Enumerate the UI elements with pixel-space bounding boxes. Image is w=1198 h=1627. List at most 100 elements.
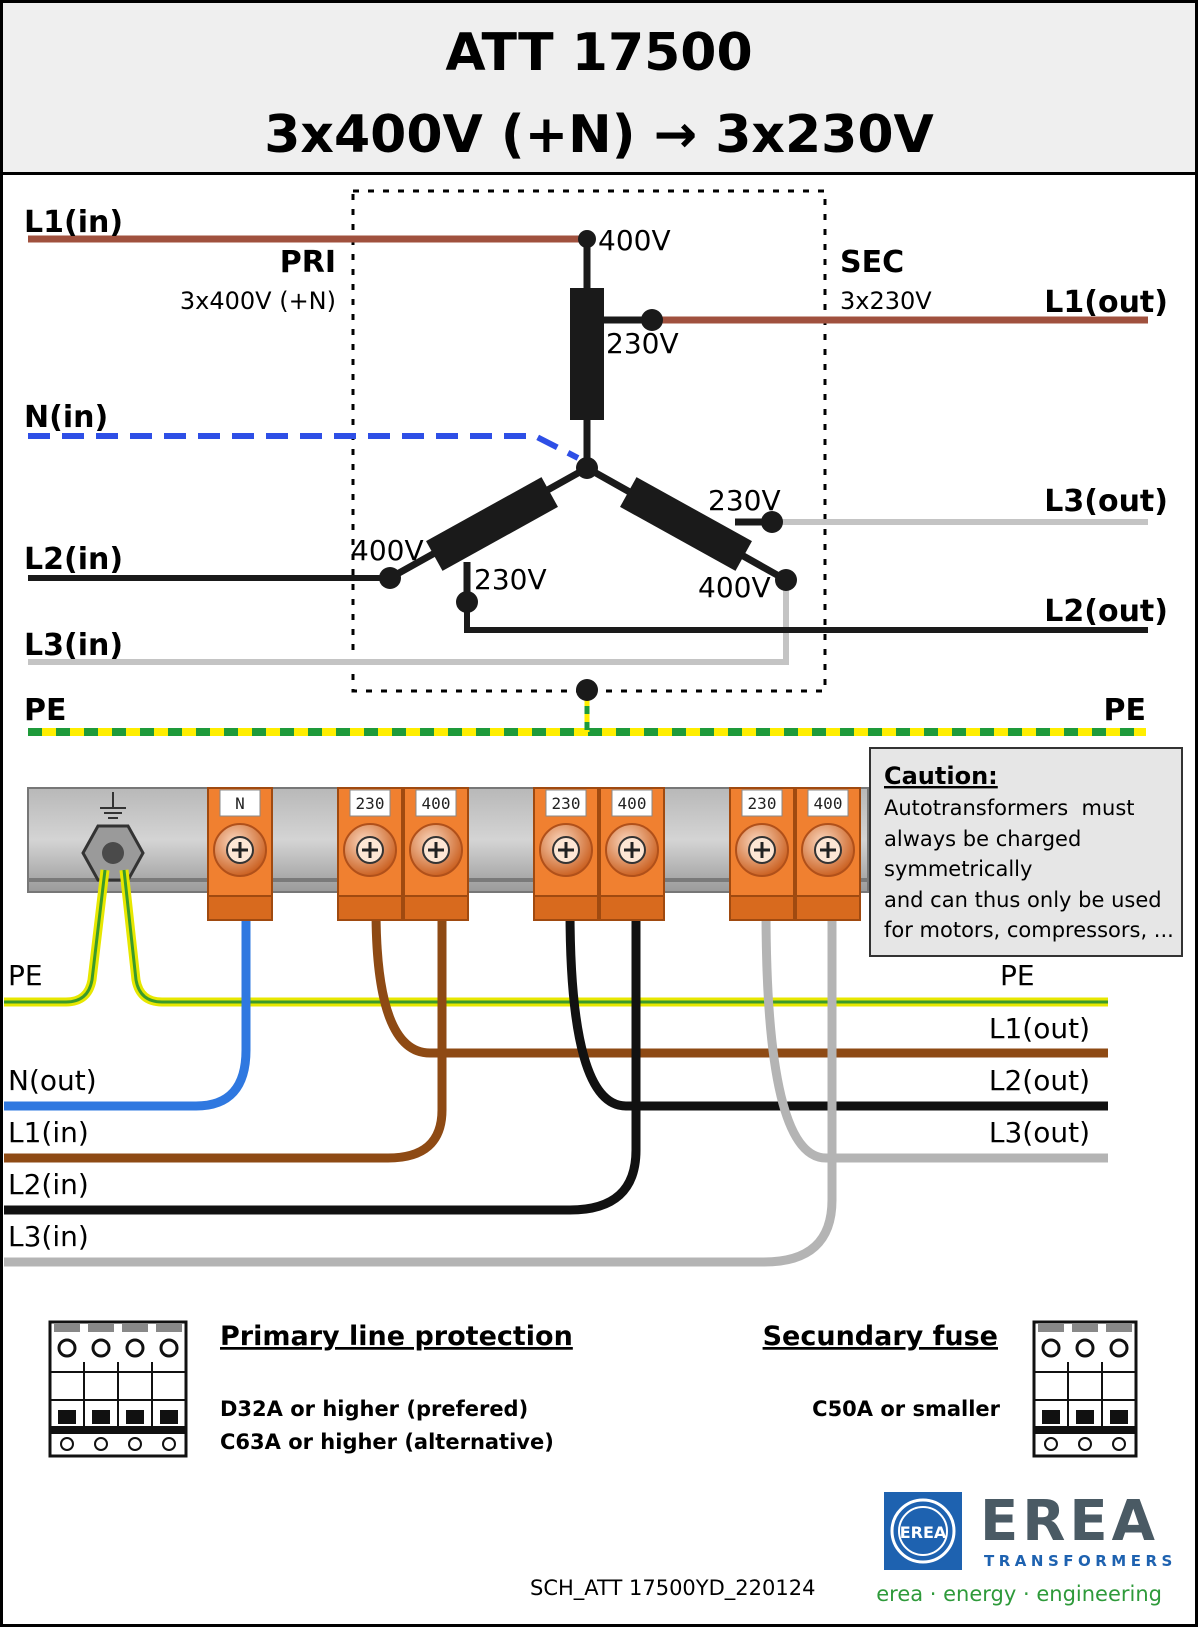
primary-protection-title: Primary line protection bbox=[220, 1321, 573, 1352]
brand-tagline: erea · energy · engineering bbox=[876, 1582, 1162, 1606]
transformer-enclosure bbox=[351, 189, 827, 693]
erea-logo-square bbox=[884, 1492, 962, 1570]
pe-node bbox=[576, 679, 598, 701]
header-subtitle: 3x400V (+N) → 3x230V bbox=[264, 105, 934, 165]
node-star-point bbox=[576, 457, 598, 479]
l2-out-cable bbox=[565, 909, 1108, 1111]
breaker-top-clip bbox=[54, 1324, 80, 1332]
terminal-base bbox=[403, 895, 469, 921]
tap-400-right: 400V bbox=[698, 571, 771, 604]
node-l1-400 bbox=[578, 230, 596, 248]
node-l3-400 bbox=[775, 569, 797, 591]
node-l2-230 bbox=[456, 591, 478, 613]
wiring-label-pe-right: PE bbox=[1000, 959, 1035, 992]
label-sec: SEC bbox=[840, 245, 904, 280]
breaker-lever bbox=[92, 1410, 110, 1424]
erea-logo-glyph: EREA bbox=[900, 1523, 947, 1542]
wiring-label-l2-out: L2(out) bbox=[989, 1064, 1090, 1097]
primary-protection-line-1: D32A or higher (prefered) bbox=[220, 1397, 528, 1421]
l3-in-wire bbox=[28, 580, 789, 665]
terminal-label-tag bbox=[219, 789, 261, 817]
label-n-in: N(in) bbox=[24, 400, 108, 435]
breaker-bottom-screw bbox=[1078, 1437, 1092, 1451]
breaker-lever bbox=[160, 1410, 178, 1424]
terminal-label: 400 bbox=[422, 794, 451, 813]
brand-name: EREA bbox=[980, 1489, 1159, 1554]
tap-230-top: 230V bbox=[606, 327, 679, 360]
tap-230-left: 230V bbox=[474, 563, 547, 596]
wiring-label-l1-in: L1(in) bbox=[8, 1116, 89, 1149]
breaker-top-clip bbox=[1038, 1324, 1064, 1332]
terminal-base bbox=[729, 895, 795, 921]
breaker-lever bbox=[1110, 1410, 1128, 1424]
breaker-bottom-screw bbox=[162, 1437, 176, 1451]
label-l3-in: L3(in) bbox=[24, 628, 123, 663]
breaker-top-screw bbox=[91, 1338, 111, 1358]
caution-line-3: symmetrically bbox=[884, 857, 1032, 881]
breaker-top-screw bbox=[1075, 1338, 1095, 1358]
l1-in-cable bbox=[4, 910, 447, 1163]
header-background bbox=[0, 0, 1198, 175]
node-l1-230 bbox=[641, 309, 663, 331]
caution-line-4: and can thus only be used bbox=[884, 888, 1162, 912]
terminal-base bbox=[795, 895, 861, 921]
terminal-label: 230 bbox=[552, 794, 581, 813]
caution-line-5: for motors, compressors, ... bbox=[884, 918, 1174, 942]
breaker-rail bbox=[50, 1426, 186, 1434]
breaker-lever bbox=[1076, 1410, 1094, 1424]
protection-section: Primary line protection D32A or higher (… bbox=[48, 1320, 1138, 1458]
terminal-base bbox=[337, 895, 403, 921]
label-pri: PRI bbox=[280, 245, 336, 280]
caution-title: Caution: bbox=[884, 762, 998, 790]
terminal-n: N bbox=[207, 787, 273, 921]
label-pe-right: PE bbox=[1104, 693, 1146, 728]
breaker-lever bbox=[58, 1410, 76, 1424]
label-l3-out: L3(out) bbox=[1044, 484, 1168, 519]
document-id: SCH_ATT 17500YD_220124 bbox=[530, 1576, 815, 1601]
terminal-label-tag bbox=[415, 789, 457, 817]
wiring-label-l1-out: L1(out) bbox=[989, 1012, 1090, 1045]
label-l2-in: L2(in) bbox=[24, 542, 123, 577]
pe-cable-left-stripe bbox=[4, 869, 107, 1004]
secondary-fuse-line-1: C50A or smaller bbox=[812, 1397, 1000, 1421]
earth-bolt bbox=[102, 842, 124, 864]
winding-l3 bbox=[620, 477, 752, 571]
header-title: ATT 17500 bbox=[445, 23, 752, 83]
breaker-top-clip bbox=[156, 1324, 182, 1332]
footer: SCH_ATT 17500YD_220124 EREA EREA TRANSFO… bbox=[530, 1489, 1172, 1606]
tap-400-top: 400V bbox=[598, 224, 671, 257]
terminal-label: 230 bbox=[356, 794, 385, 813]
breaker-bottom-screw bbox=[1044, 1437, 1058, 1451]
terminal-label-tag bbox=[611, 789, 653, 817]
breaker-bottom-screw bbox=[1112, 1437, 1126, 1451]
terminal-label: 400 bbox=[814, 794, 843, 813]
terminal-base bbox=[207, 895, 273, 921]
l3-in-cable bbox=[4, 910, 837, 1267]
terminal-label: 230 bbox=[748, 794, 777, 813]
terminal-base bbox=[599, 895, 665, 921]
terminal-label: 400 bbox=[618, 794, 647, 813]
label-sec-sub: 3x230V bbox=[840, 287, 932, 315]
breaker-rail bbox=[1034, 1426, 1136, 1434]
label-l1-out: L1(out) bbox=[1044, 285, 1168, 320]
primary-protection-line-2: C63A or higher (alternative) bbox=[220, 1430, 554, 1454]
terminal-l3-400: 400 bbox=[795, 787, 861, 921]
breaker-top-screw bbox=[1109, 1338, 1129, 1358]
l3-out-cable bbox=[761, 909, 1108, 1163]
terminal-l3-230: 230 bbox=[729, 787, 795, 921]
winding-l1 bbox=[570, 288, 604, 420]
terminal-label-tag bbox=[807, 789, 849, 817]
terminal-l1-230: 230 bbox=[337, 787, 403, 921]
breaker-bottom-screw bbox=[60, 1437, 74, 1451]
n-out-cable bbox=[4, 910, 251, 1111]
three-pole-breaker-icon bbox=[1032, 1320, 1138, 1458]
header: ATT 17500 3x400V (+N) → 3x230V bbox=[0, 0, 1198, 175]
node-l3-230 bbox=[761, 511, 783, 533]
terminal-l1-400: 400 bbox=[403, 787, 469, 921]
tap-230-right: 230V bbox=[708, 484, 781, 517]
caution-background bbox=[869, 747, 1183, 957]
terminal-blocks: N 230 400 230 400 230 400 bbox=[207, 787, 861, 921]
l2-in-cable bbox=[4, 910, 641, 1215]
